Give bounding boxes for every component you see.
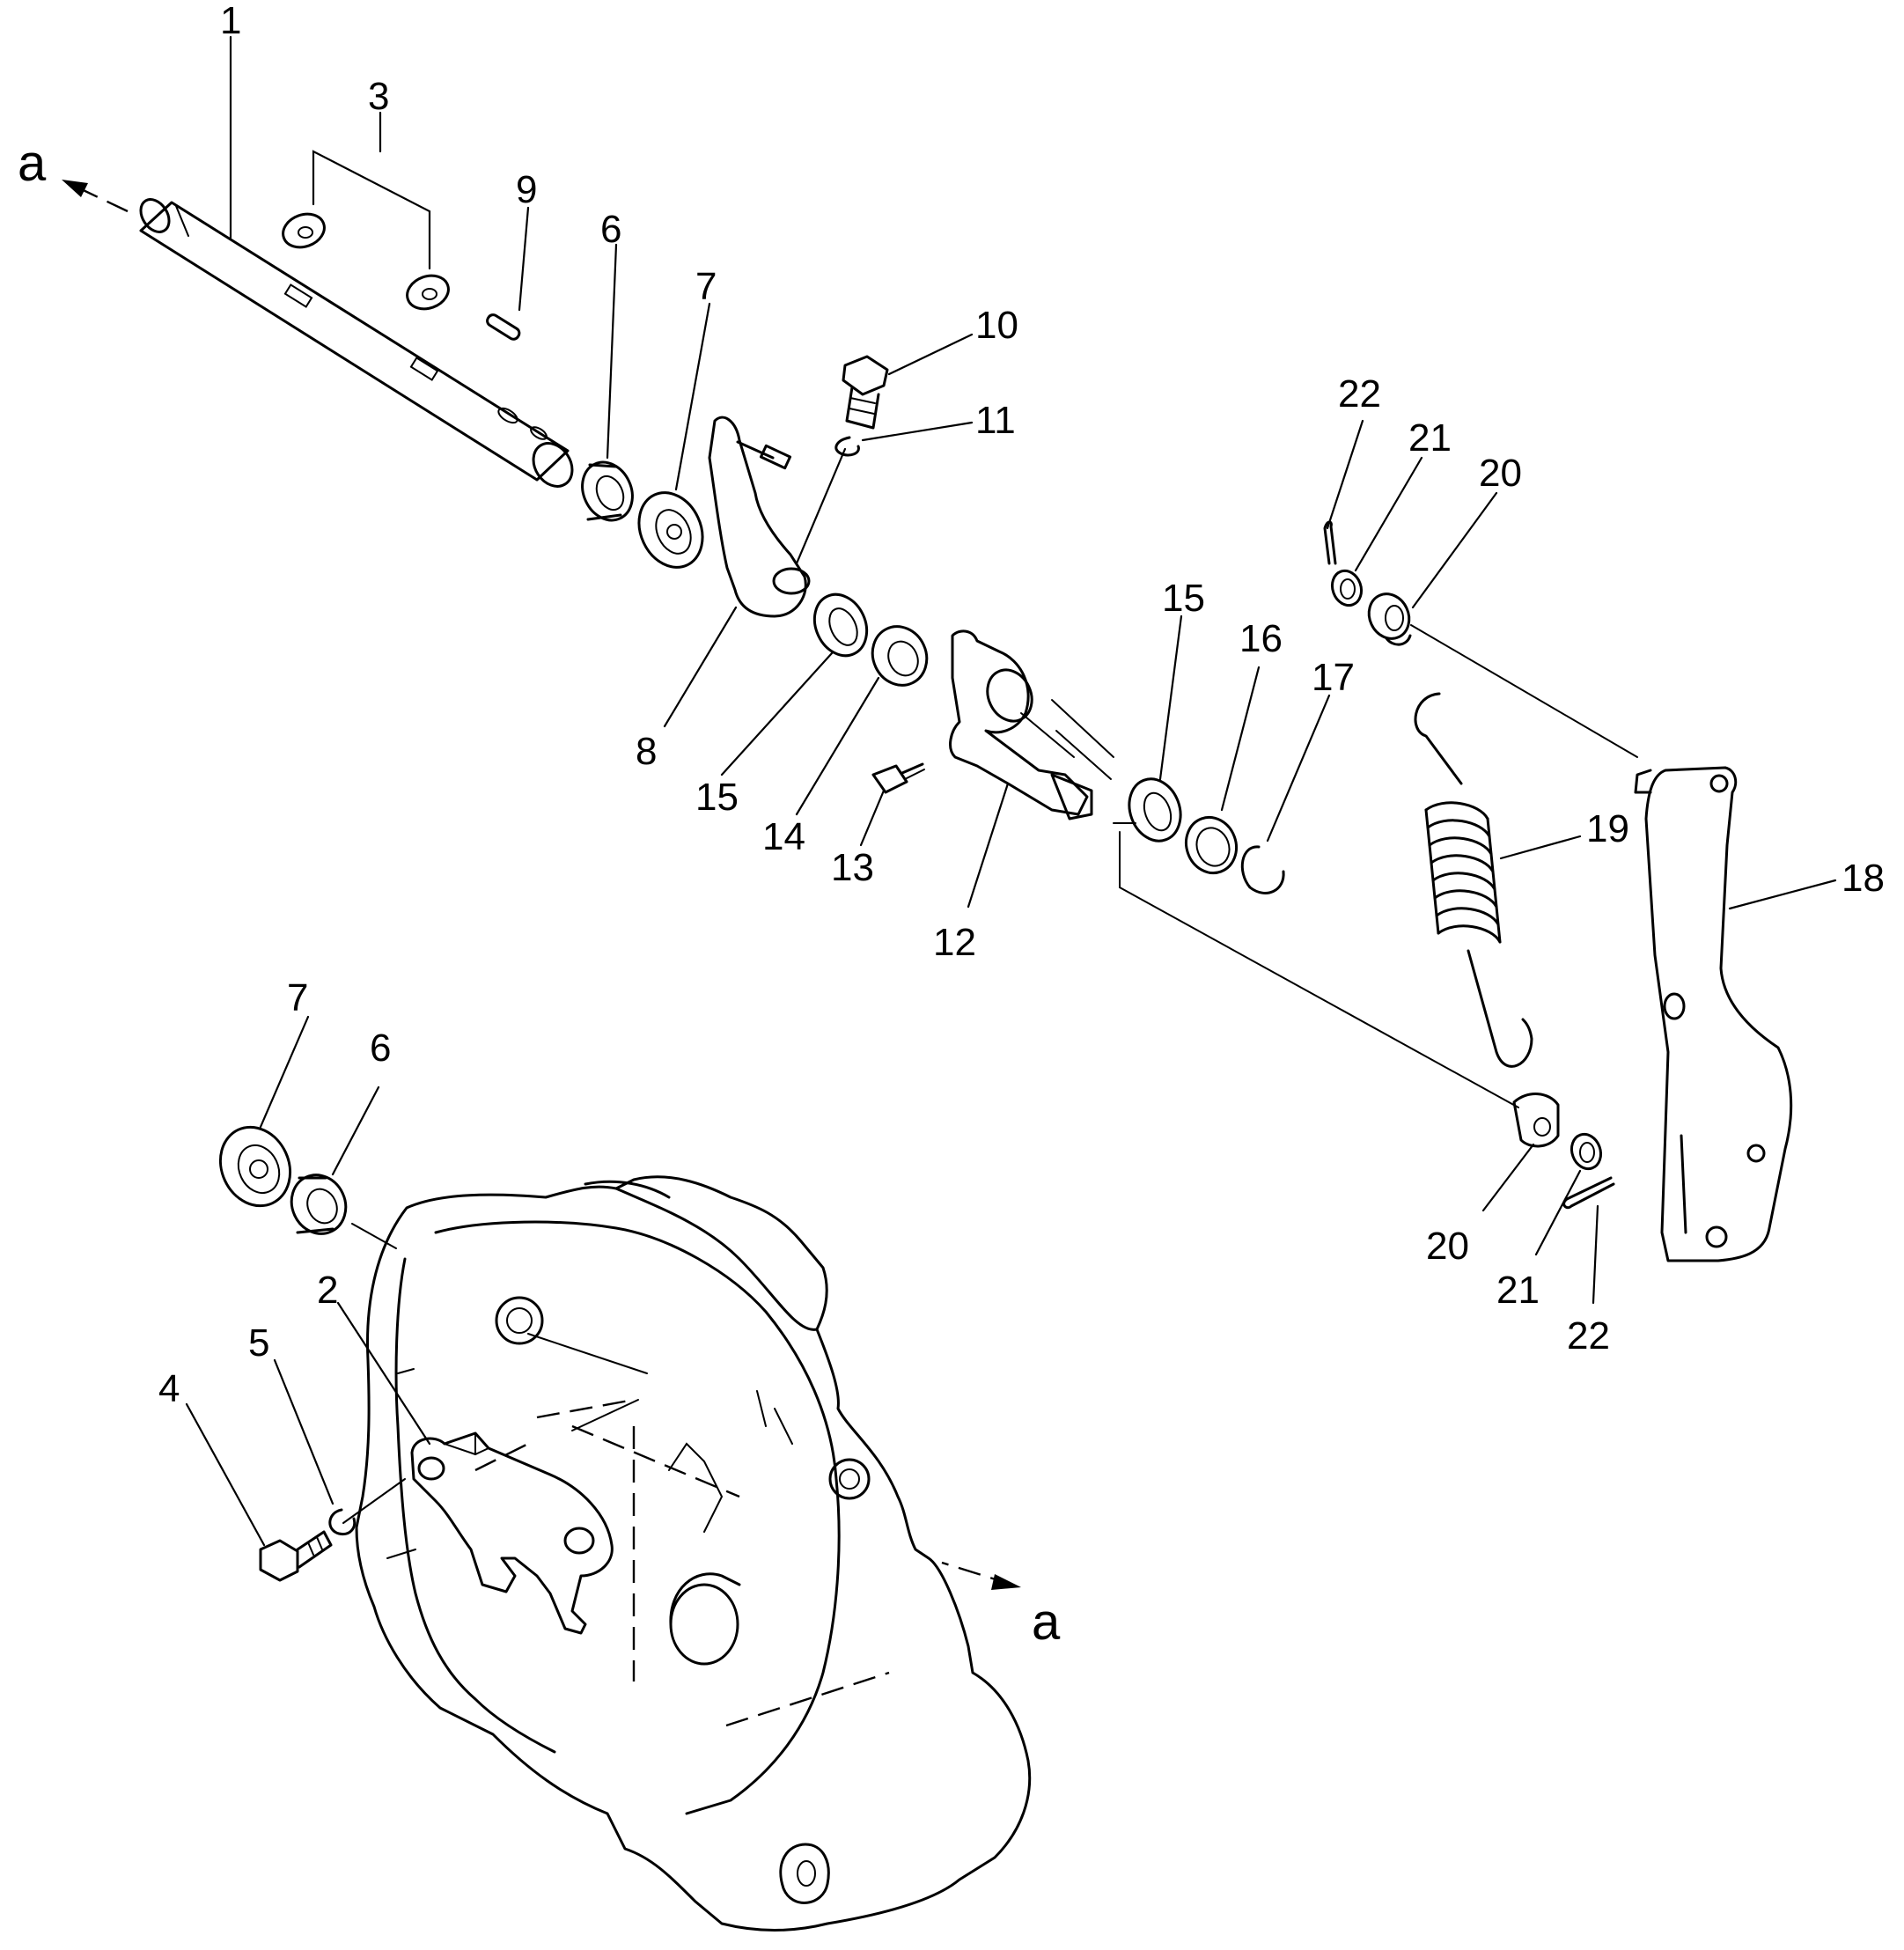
shift-fork	[410, 1431, 614, 1635]
callout-labels: 1 2 3 4 5 6 6 7 7 8 9 10 11 12 13 14 15 …	[18, 0, 1885, 1651]
callout-13: 13	[831, 846, 874, 889]
bolt-upper	[842, 355, 889, 430]
shaft	[139, 198, 574, 488]
callout-11: 11	[975, 399, 1016, 442]
washer-21-upper	[1330, 569, 1364, 607]
leader-lines	[185, 35, 1837, 1547]
washer-21-lower	[1570, 1132, 1603, 1171]
ball-bearing-15-left	[812, 592, 869, 658]
callout-7-bottom: 7	[287, 976, 308, 1019]
callout-18: 18	[1842, 857, 1885, 900]
callout-10: 10	[975, 304, 1018, 347]
collar-20-lower	[1512, 1093, 1560, 1148]
lock-washer-lower	[328, 1508, 357, 1536]
callout-6-top: 6	[600, 208, 621, 251]
callout-1: 1	[220, 0, 241, 42]
washer-16	[1185, 815, 1238, 875]
alignment-lines	[342, 624, 1638, 1524]
section-arrow-bottom	[941, 1561, 1021, 1590]
section-mark-a-bottom: a	[1032, 1593, 1061, 1651]
lever-middle	[949, 629, 1093, 820]
callout-19: 19	[1586, 807, 1629, 850]
washer-pair	[282, 212, 450, 311]
collar-20-upper	[1367, 592, 1412, 646]
callout-21-top: 21	[1408, 416, 1452, 460]
plate-lever	[1634, 766, 1793, 1262]
cotter-pin-lower	[1562, 1176, 1615, 1210]
callout-4: 4	[158, 1367, 180, 1410]
tension-spring	[1414, 692, 1533, 1068]
callout-14: 14	[762, 815, 805, 858]
snap-ring-17	[1240, 845, 1285, 894]
cotter-pin-upper	[1323, 520, 1337, 565]
callout-15-left: 15	[695, 776, 739, 819]
callout-22-top: 22	[1338, 372, 1381, 416]
callout-12: 12	[933, 921, 976, 964]
callout-7-top: 7	[695, 265, 717, 308]
ball-bearing-15-right	[1128, 777, 1182, 843]
needle-bearing-top	[581, 460, 634, 522]
lock-washer-upper	[834, 436, 860, 457]
key	[486, 313, 521, 341]
section-arrow-top	[62, 180, 129, 213]
callout-5: 5	[248, 1321, 269, 1365]
callout-6-bottom: 6	[370, 1027, 391, 1070]
callout-21-bottom: 21	[1496, 1269, 1540, 1312]
needle-bearing-lower	[290, 1174, 348, 1235]
callout-22-bottom: 22	[1567, 1314, 1610, 1358]
lever-upper	[708, 416, 811, 618]
section-mark-a-top: a	[18, 135, 47, 192]
ball-bearing-top	[637, 491, 704, 569]
grease-nipple	[871, 762, 925, 794]
transmission-case	[355, 1175, 1032, 1932]
bolt-lower	[259, 1530, 333, 1582]
callout-8: 8	[636, 730, 657, 773]
callout-17: 17	[1312, 656, 1355, 699]
needle-bearing-14	[871, 625, 929, 687]
ball-bearing-lower	[218, 1125, 292, 1208]
callout-20-top: 20	[1479, 452, 1522, 495]
callout-9: 9	[516, 168, 537, 211]
callout-2: 2	[317, 1269, 338, 1312]
callout-16: 16	[1239, 617, 1283, 660]
callout-15-right: 15	[1162, 577, 1205, 620]
callout-20-bottom: 20	[1426, 1225, 1469, 1268]
callout-3: 3	[368, 75, 389, 118]
